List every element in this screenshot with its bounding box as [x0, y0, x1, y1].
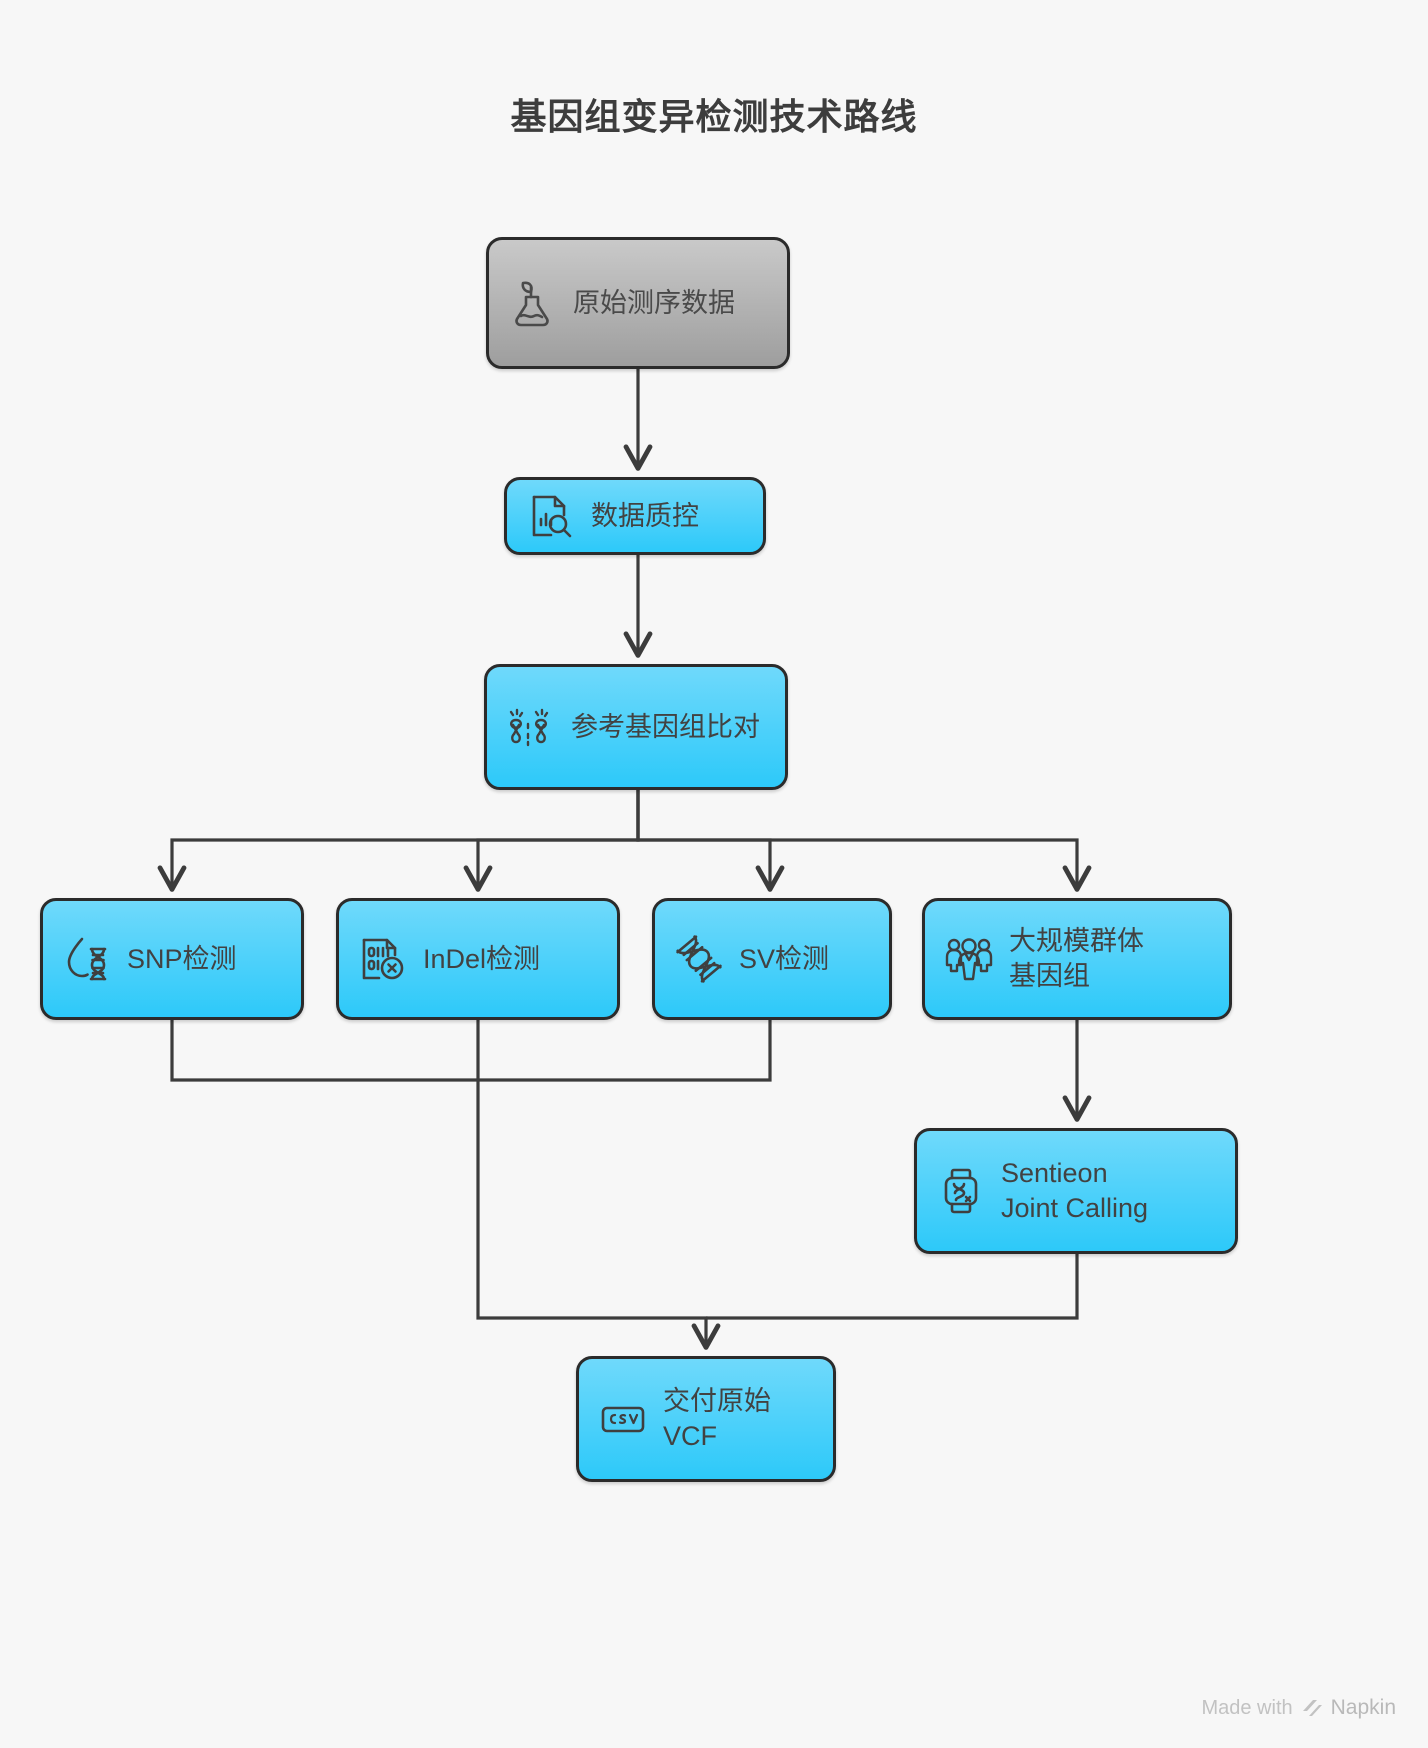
droplet-dna-icon [61, 933, 113, 985]
chromosome-align-icon [505, 701, 557, 753]
node-sentieon-joint-calling[interactable]: Sentieon Joint Calling [914, 1128, 1238, 1254]
watermark-brand: Napkin [1330, 1696, 1396, 1719]
document-chart-search-icon [525, 490, 577, 542]
edge-sentieon-vcf [706, 1254, 1079, 1320]
node-sv-detection[interactable]: SV检测 [652, 898, 892, 1020]
flask-leaf-icon [507, 277, 559, 329]
node-deliver-vcf[interactable]: 交付原始 VCF [576, 1356, 836, 1482]
node-label: InDel检测 [423, 943, 541, 974]
napkin-watermark: Made with Napkin [1201, 1696, 1396, 1720]
watermark-prefix: Made with [1201, 1696, 1293, 1719]
node-label: 原始测序数据 [573, 287, 735, 318]
edge-align-population [636, 790, 1092, 892]
node-label: SNP检测 [127, 943, 237, 974]
node-label: 参考基因组比对 [571, 711, 760, 742]
node-label: 数据质控 [591, 500, 699, 531]
node-data-qc[interactable]: 数据质控 [504, 477, 766, 555]
node-label: 大规模群体 基因组 [1009, 926, 1144, 991]
csv-file-icon [597, 1393, 649, 1445]
page-title: 基因组变异检测技术路线 [510, 96, 918, 137]
node-reference-alignment[interactable]: 参考基因组比对 [484, 664, 788, 790]
dna-helix-icon [673, 933, 725, 985]
edge-join-vcf [476, 1020, 721, 1350]
node-raw-sequencing-data[interactable]: 原始测序数据 [486, 237, 790, 369]
edge-align-indel [463, 790, 640, 892]
node-indel-detection[interactable]: InDel检测 [336, 898, 620, 1020]
napkin-logo-icon [1301, 1698, 1323, 1718]
node-population-genome[interactable]: 大规模群体 基因组 [922, 898, 1232, 1020]
binary-document-x-icon [357, 933, 409, 985]
people-group-icon [943, 933, 995, 985]
watch-dna-icon [935, 1165, 987, 1217]
node-snp-detection[interactable]: SNP检测 [40, 898, 304, 1020]
node-label: Sentieon Joint Calling [1001, 1158, 1149, 1223]
edge-branch-join [170, 1020, 772, 1082]
node-label: SV检测 [739, 943, 830, 974]
node-label: 交付原始 VCF [663, 1386, 771, 1451]
